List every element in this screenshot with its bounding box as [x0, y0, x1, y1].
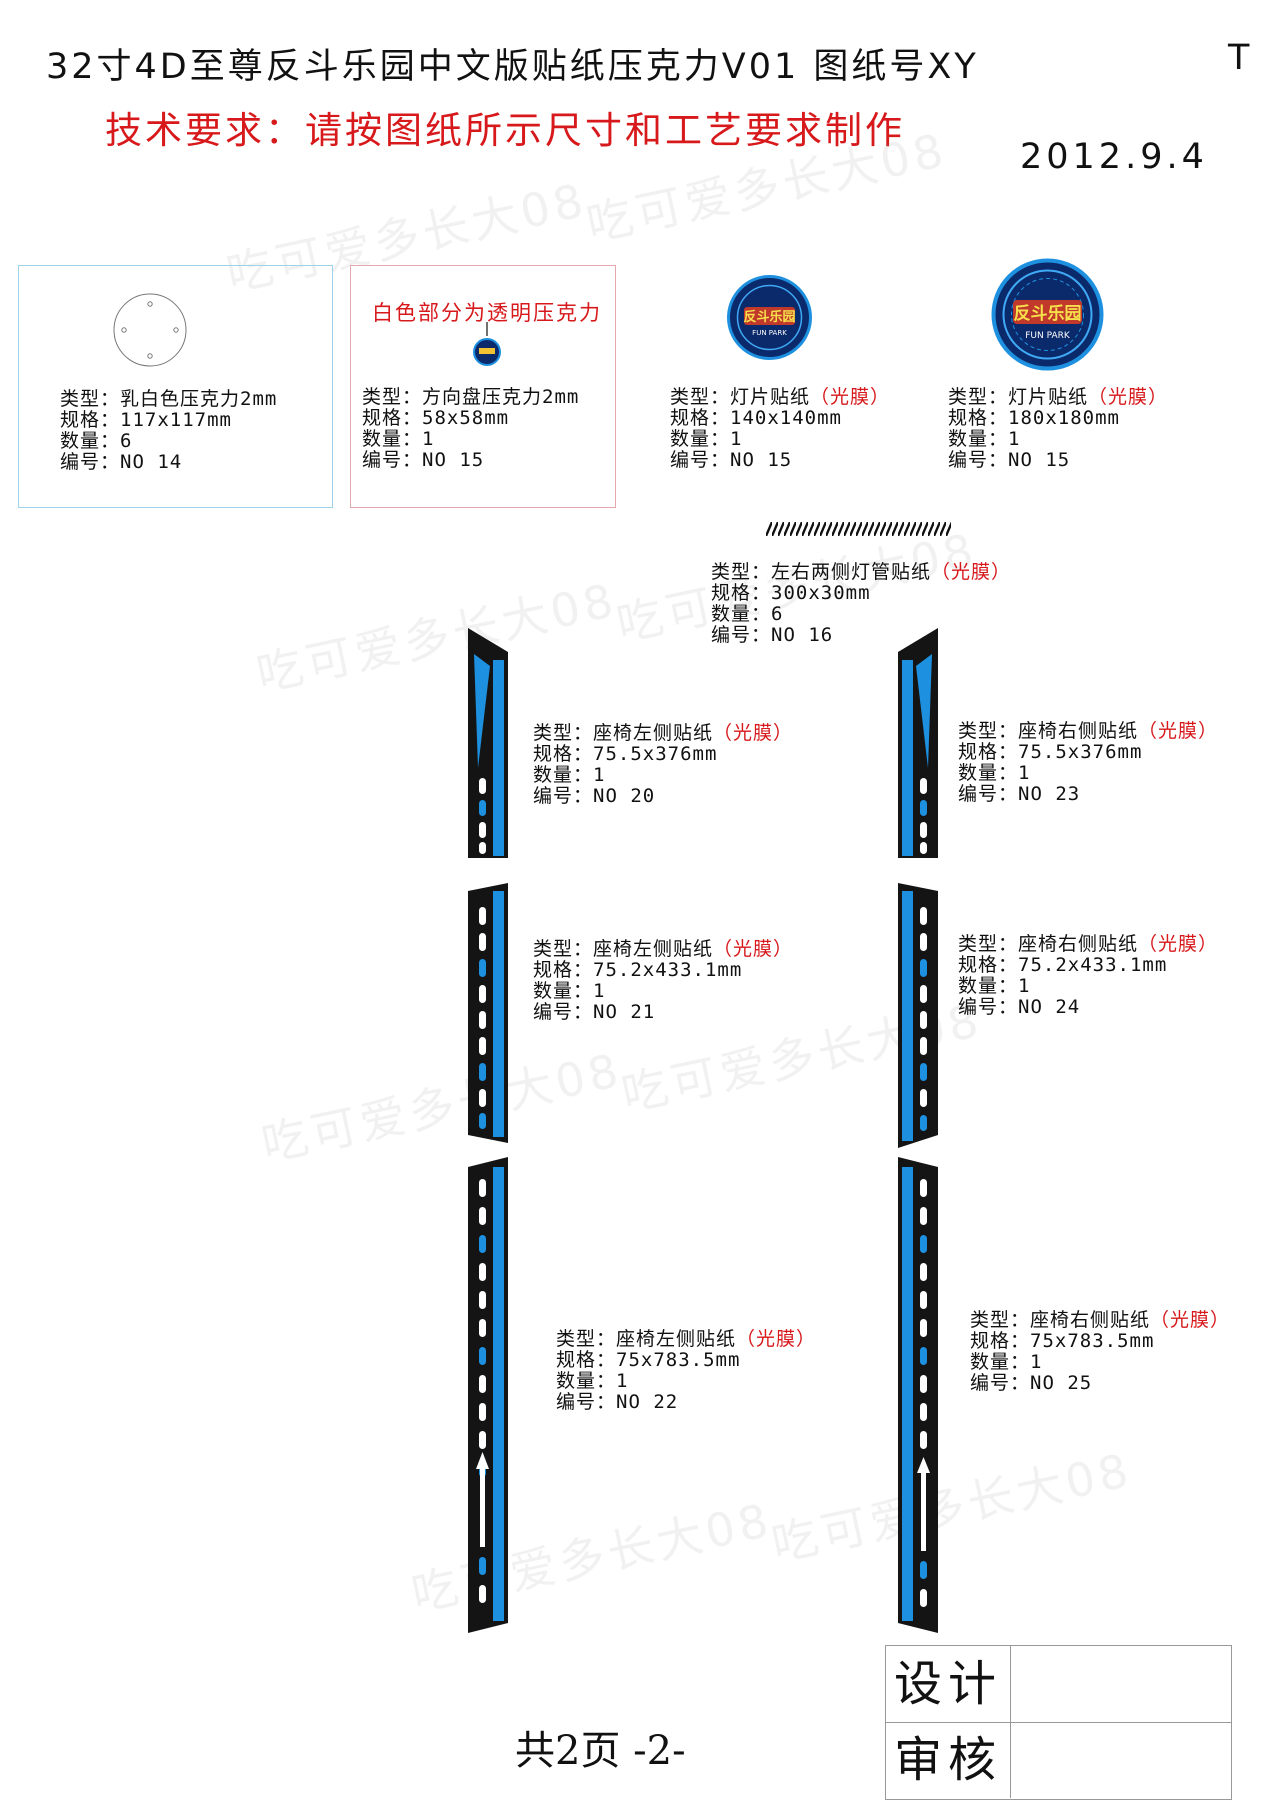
watermark: 吃可爱多长大08 — [251, 572, 622, 702]
drawing-code: T — [1228, 38, 1250, 78]
item-spec-no15-acrylic: 类型：方向盘压克力2mm 规格：58x58mm 数量：1 编号：NO 15 — [362, 386, 580, 471]
item-spec-no20: 类型：座椅左侧贴纸（光膜） 规格：75.5x376mm 数量：1 编号：NO 2… — [533, 722, 794, 807]
review-label: 审核 — [886, 1722, 1011, 1798]
logo-disc-140: 反斗乐园 FUN PARK — [727, 275, 812, 360]
seat-right-strip-no25 — [898, 1157, 938, 1633]
item-spec-no23: 类型：座椅右侧贴纸（光膜） 规格：75.5x376mm 数量：1 编号：NO 2… — [958, 720, 1219, 805]
technical-requirement: 技术要求：请按图纸所示尺寸和工艺要求制作 — [105, 109, 905, 152]
svg-text:反斗乐园: 反斗乐园 — [1014, 304, 1082, 324]
design-label: 设计 — [886, 1646, 1011, 1722]
watermark: 吃可爱多长大08 — [766, 1442, 1137, 1572]
logo-disc-180: 反斗乐园 FUN PARK — [991, 258, 1104, 371]
seat-left-strip-no20 — [468, 628, 508, 858]
signature-block: 设计 审核 — [885, 1645, 1232, 1800]
svg-text:反斗乐园: 反斗乐园 — [743, 309, 795, 325]
seat-right-strip-no24 — [898, 883, 938, 1148]
seat-right-strip-no23 — [898, 628, 938, 858]
item-spec-no25: 类型：座椅右侧贴纸（光膜） 规格：75x783.5mm 数量：1 编号：NO 2… — [970, 1309, 1231, 1394]
small-logo-disc — [473, 322, 501, 366]
item-spec-no24: 类型：座椅右侧贴纸（光膜） 规格：75.2x433.1mm 数量：1 编号：NO… — [958, 933, 1219, 1018]
item-panel-steering-acrylic — [350, 265, 616, 508]
drawing-date: 2012.9.4 — [1020, 137, 1208, 177]
review-row: 审核 — [886, 1722, 1231, 1798]
item-spec-no16: 类型：左右两侧灯管贴纸（光膜） 规格：300x30mm 数量：6 编号：NO 1… — [711, 561, 1012, 646]
item-spec-no14: 类型：乳白色压克力2mm 规格：117x117mm 数量：6 编号：NO 14 — [60, 388, 278, 473]
item-spec-no22: 类型：座椅左侧贴纸（光膜） 规格：75x783.5mm 数量：1 编号：NO 2… — [556, 1328, 817, 1413]
svg-text:FUN PARK: FUN PARK — [1025, 331, 1071, 341]
item-spec-no15-180: 类型：灯片贴纸（光膜） 规格：180x180mm 数量：1 编号：NO 15 — [948, 386, 1169, 471]
design-row: 设计 — [886, 1646, 1231, 1723]
item-spec-no15-140: 类型：灯片贴纸（光膜） 规格：140x140mm 数量：1 编号：NO 15 — [670, 386, 891, 471]
light-tube-sticker — [766, 522, 951, 536]
round-acrylic-drawing — [113, 293, 187, 367]
drawing-title: 32寸4D至尊反斗乐园中文版贴纸压克力V01 图纸号XY — [46, 47, 979, 87]
transparent-note: 白色部分为透明压克力 — [372, 301, 602, 325]
svg-text:FUN PARK: FUN PARK — [752, 329, 787, 337]
watermark: 吃可爱多长大08 — [406, 1492, 777, 1622]
item-panel-milky-acrylic — [18, 265, 333, 508]
watermark: 吃可爱多长大08 — [256, 1042, 627, 1172]
seat-left-strip-no21 — [468, 883, 508, 1143]
page-number: 共2页 -2- — [515, 1728, 686, 1774]
item-spec-no21: 类型：座椅左侧贴纸（光膜） 规格：75.2x433.1mm 数量：1 编号：NO… — [533, 938, 794, 1023]
seat-left-strip-no22 — [468, 1157, 508, 1633]
